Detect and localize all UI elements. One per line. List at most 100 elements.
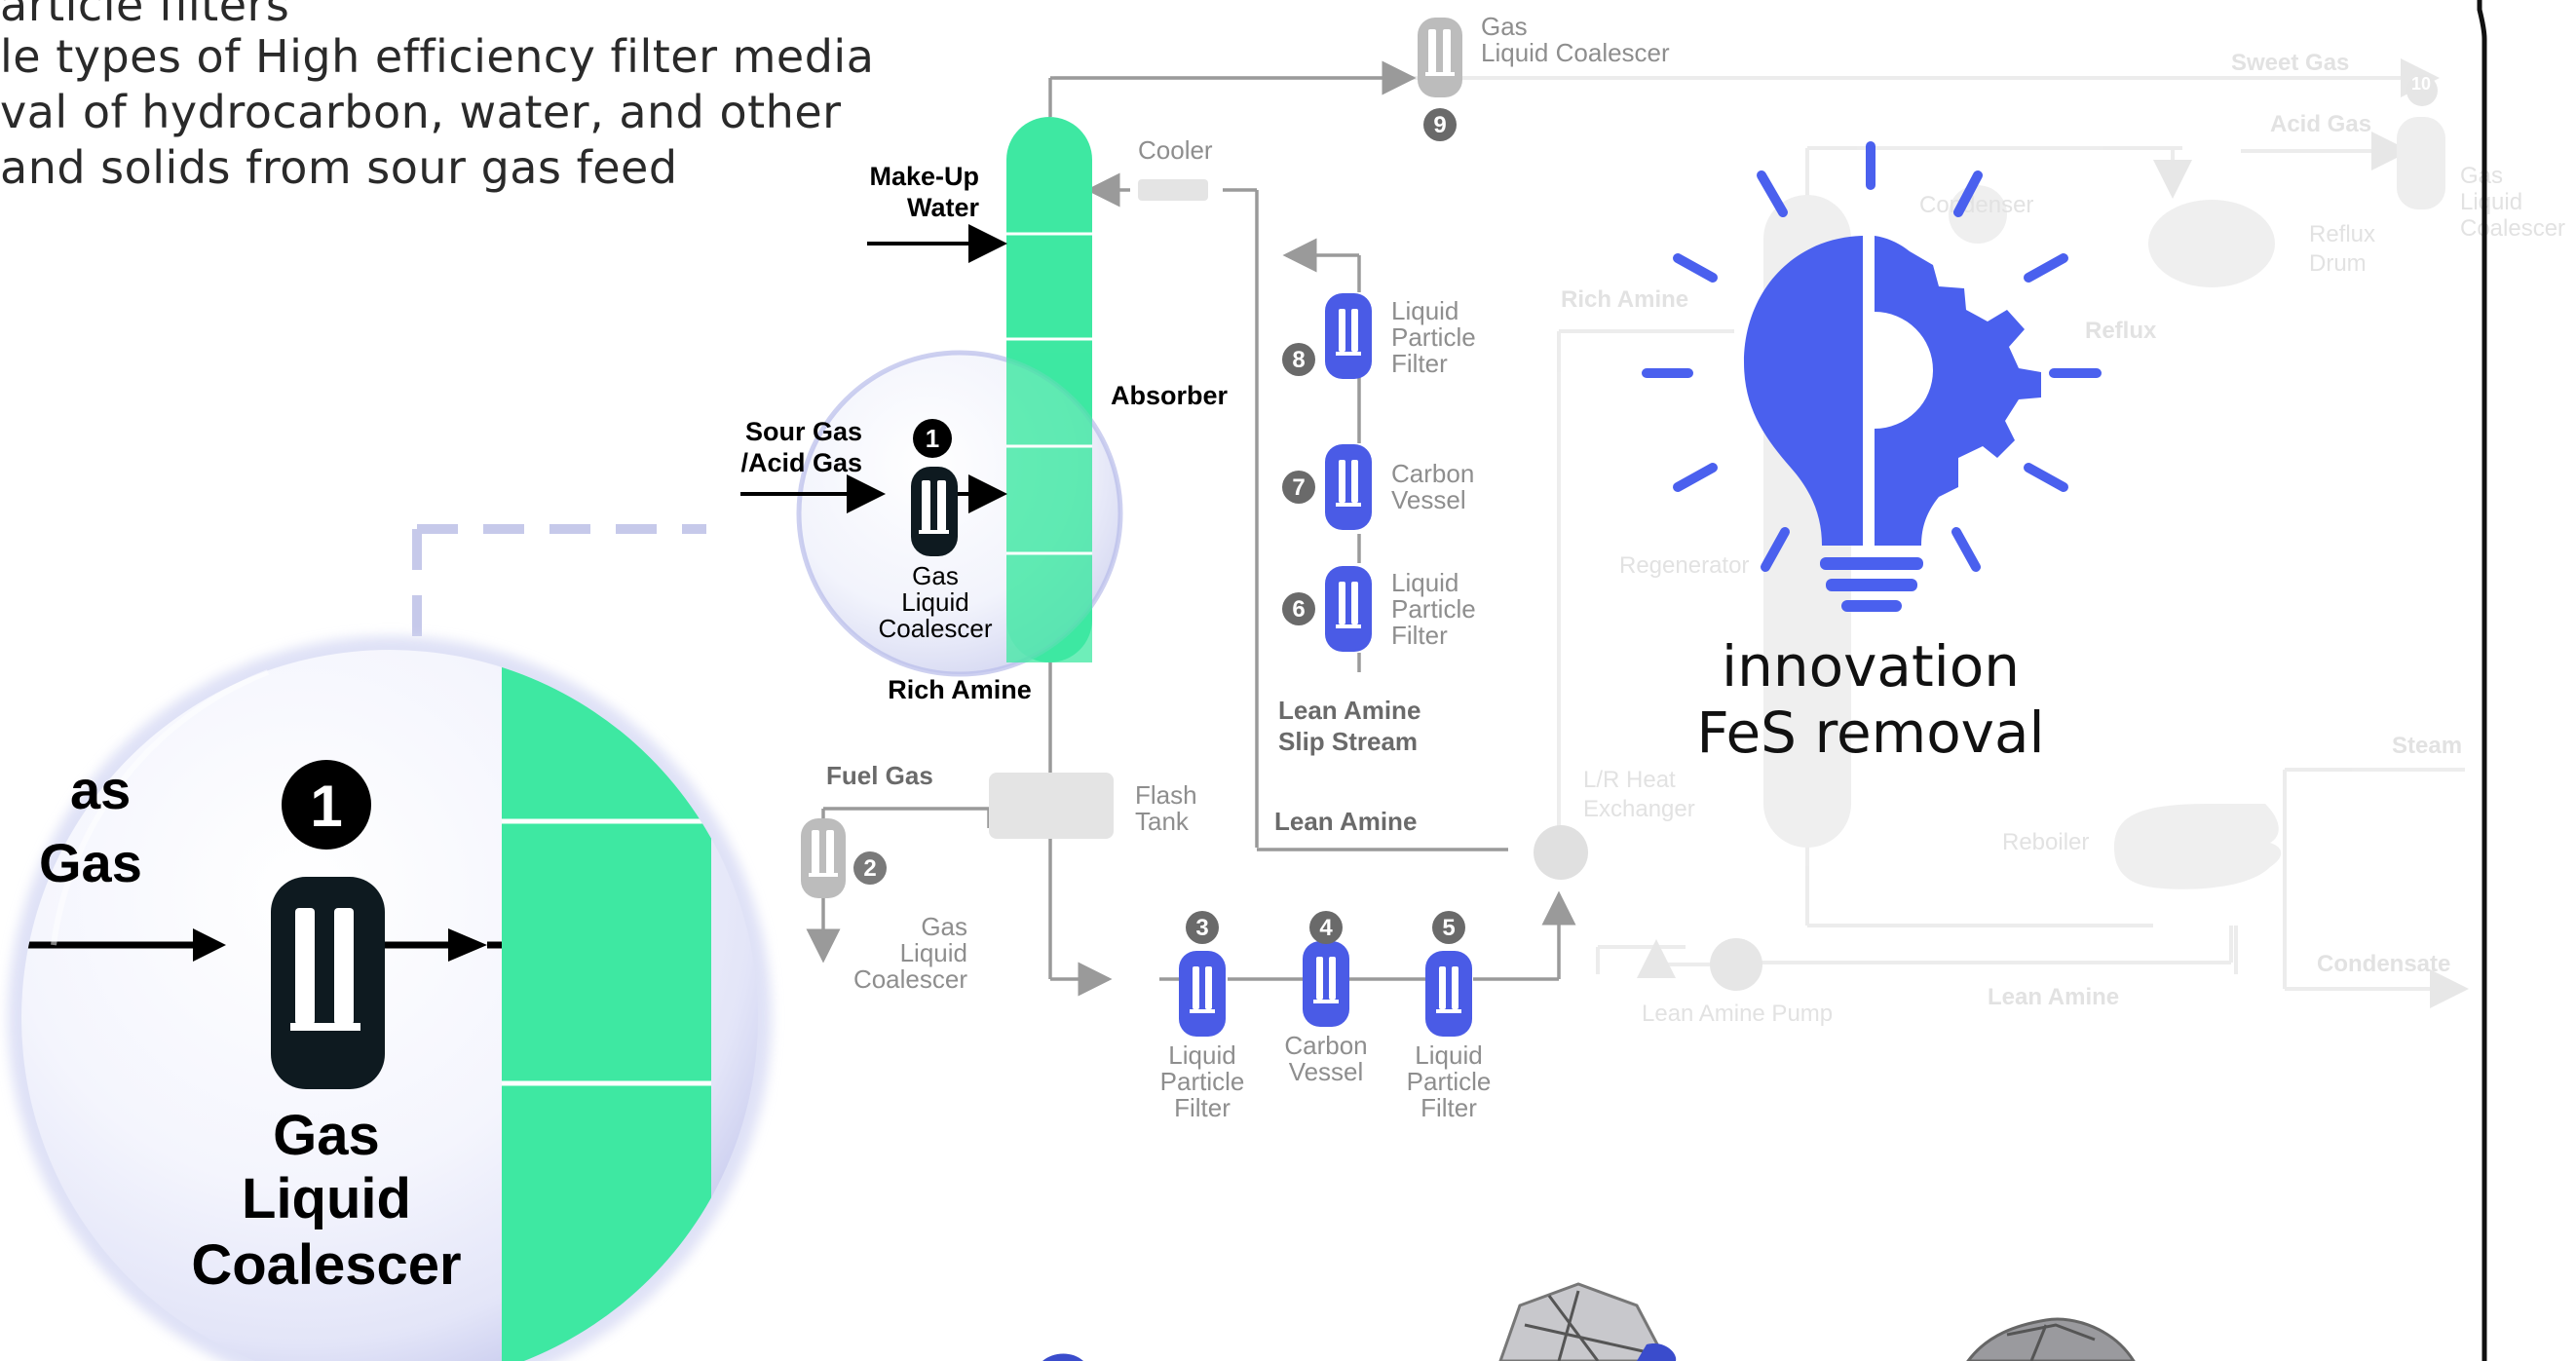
svg-text:Gas: Gas xyxy=(921,912,967,941)
bg-reflux: Reflux xyxy=(2085,318,2157,344)
small-coalescer-labels: Gas Liquid Coalescer xyxy=(878,561,992,643)
bg-condensate: Condensate xyxy=(2317,951,2450,977)
zoom-liquid: Liquid xyxy=(242,1167,411,1230)
absorber-label: Absorber xyxy=(1111,381,1229,410)
svg-text:Liquid: Liquid xyxy=(1415,1040,1482,1070)
reboiler-shape xyxy=(2114,804,2282,889)
svg-text:Filter: Filter xyxy=(1174,1093,1231,1122)
svg-text:Flash: Flash xyxy=(1135,780,1197,810)
bg-lr-hx-1: L/R Heat xyxy=(1583,767,1676,793)
background-vessels xyxy=(1763,75,2445,889)
coalescer-9-l1: Gas xyxy=(1481,12,1528,41)
zoom-as: as xyxy=(70,759,131,820)
background-texts-light: Condenser Reflux Drum Regenerator L/R He… xyxy=(1583,163,2565,1027)
svg-text:Tank: Tank xyxy=(1135,807,1190,836)
gas-liquid-coalescer-9 xyxy=(1418,18,1462,97)
flash-tank-vessel xyxy=(989,773,1114,839)
cooler-label: Cooler xyxy=(1138,135,1213,165)
marker-3: 3 xyxy=(1186,911,1219,944)
svg-text:Coalescer: Coalescer xyxy=(878,614,992,643)
small-magnifier-lens xyxy=(740,350,1123,677)
intro-line-4: and solids from sour gas feed xyxy=(0,141,678,194)
lightbulb-gear-icon xyxy=(1642,141,2102,612)
svg-text:Coalescer: Coalescer xyxy=(853,964,967,994)
svg-text:7: 7 xyxy=(1292,474,1305,501)
reflux-drum-shape xyxy=(2148,200,2275,287)
bg-coal-2: Liquid xyxy=(2460,189,2522,215)
bg-rich-amine: Rich Amine xyxy=(1561,286,1688,313)
zoom-coalescer: Coalescer xyxy=(191,1233,461,1297)
svg-text:Liquid: Liquid xyxy=(1391,568,1458,597)
innovation-label: innovation xyxy=(1721,633,2021,699)
sour-gas-2: /Acid Gas xyxy=(740,448,862,477)
bg-coalescer-10 xyxy=(2397,117,2445,209)
slip-stream-2: Slip Stream xyxy=(1278,727,1418,756)
bg-reboiler: Reboiler xyxy=(2002,829,2089,855)
sour-gas-1: Sour Gas xyxy=(745,417,862,446)
svg-text:Filter: Filter xyxy=(1391,621,1448,650)
svg-text:Gas: Gas xyxy=(912,561,959,590)
bg-regenerator: Regenerator xyxy=(1619,552,1749,579)
svg-text:Carbon: Carbon xyxy=(1391,459,1474,488)
marker-6: 6 xyxy=(1282,592,1315,625)
bg-coal-3: Coalescer xyxy=(2460,215,2565,242)
marker-5: 5 xyxy=(1432,911,1465,944)
svg-text:9: 9 xyxy=(1433,112,1446,138)
zoom-cut-labels: as Gas xyxy=(39,759,142,893)
cooler-unit xyxy=(1138,179,1208,201)
svg-text:1: 1 xyxy=(926,424,939,453)
lean-amine-label: Lean Amine xyxy=(1274,807,1417,836)
rich-amine-label: Rich Amine xyxy=(888,675,1032,704)
makeup-water-1: Make-Up xyxy=(869,162,979,191)
coalescer-9-l2: Liquid Coalescer xyxy=(1481,38,1670,67)
markers-gray: 2 3 4 5 6 7 8 9 xyxy=(853,108,1465,944)
svg-text:Carbon: Carbon xyxy=(1284,1031,1367,1060)
bg-lean-amine: Lean Amine xyxy=(1988,984,2119,1010)
filter-vessel-8 xyxy=(1325,293,1372,379)
zoom-labels: Gas Liquid Coalescer xyxy=(191,1104,461,1297)
svg-text:4: 4 xyxy=(1319,915,1333,941)
intro-line-3: val of hydrocarbon, water, and other xyxy=(0,86,842,138)
svg-text:1: 1 xyxy=(310,774,342,839)
bold-labels: Make-Up Water Absorber Sour Gas /Acid Ga… xyxy=(740,162,1228,704)
bg-sweet-gas: Sweet Gas xyxy=(2231,50,2349,76)
bg-lean-amine-pump: Lean Amine Pump xyxy=(1642,1001,1833,1027)
filter-vessel-5 xyxy=(1425,951,1472,1037)
svg-text:Liquid: Liquid xyxy=(1391,296,1458,325)
svg-text:6: 6 xyxy=(1292,596,1305,623)
svg-text:Vessel: Vessel xyxy=(1391,485,1466,514)
filter-vessel-3 xyxy=(1179,951,1226,1037)
marker-7: 7 xyxy=(1282,471,1315,504)
svg-text:Liquid: Liquid xyxy=(901,587,968,617)
marker-9: 9 xyxy=(1423,108,1457,141)
gas-liquid-coalescer-2 xyxy=(801,818,846,898)
lr-exchanger-circle xyxy=(1534,825,1588,880)
zoom-gas-fragment: Gas xyxy=(39,832,142,893)
big-magnifier-lens xyxy=(8,636,772,1361)
bg-acid-gas: Acid Gas xyxy=(2270,111,2371,137)
svg-text:Liquid: Liquid xyxy=(1168,1040,1235,1070)
blue-filter-vessels xyxy=(1179,293,1472,1037)
svg-text:5: 5 xyxy=(1442,915,1455,941)
gray-labels: Cooler Gas Liquid Coalescer Liquid Parti… xyxy=(853,12,1670,1122)
svg-text:3: 3 xyxy=(1195,915,1208,941)
intro-line-1: article filters xyxy=(0,0,290,31)
darkgray-labels: Lean Amine Slip Stream Lean Amine Fuel G… xyxy=(826,696,1421,836)
bg-coal-1: Gas xyxy=(2460,163,2503,189)
filter-vessel-6 xyxy=(1325,566,1372,652)
slip-stream-1: Lean Amine xyxy=(1278,696,1421,725)
bg-steam: Steam xyxy=(2392,733,2462,759)
fes-removal-label: FeS removal xyxy=(1696,699,2045,766)
svg-text:Filter: Filter xyxy=(1421,1093,1477,1122)
svg-text:Particle: Particle xyxy=(1407,1067,1492,1096)
gas-liquid-coalescer-1 xyxy=(911,467,958,556)
zoom-connector xyxy=(412,524,706,643)
marker-8: 8 xyxy=(1282,343,1315,376)
gas-liquid-coalescer-zoom xyxy=(271,877,385,1089)
carbon-vessel-7 xyxy=(1325,444,1372,530)
frame-border xyxy=(2477,0,2487,1361)
svg-text:Vessel: Vessel xyxy=(1289,1057,1364,1086)
bg-condenser: Condenser xyxy=(1919,192,2033,218)
